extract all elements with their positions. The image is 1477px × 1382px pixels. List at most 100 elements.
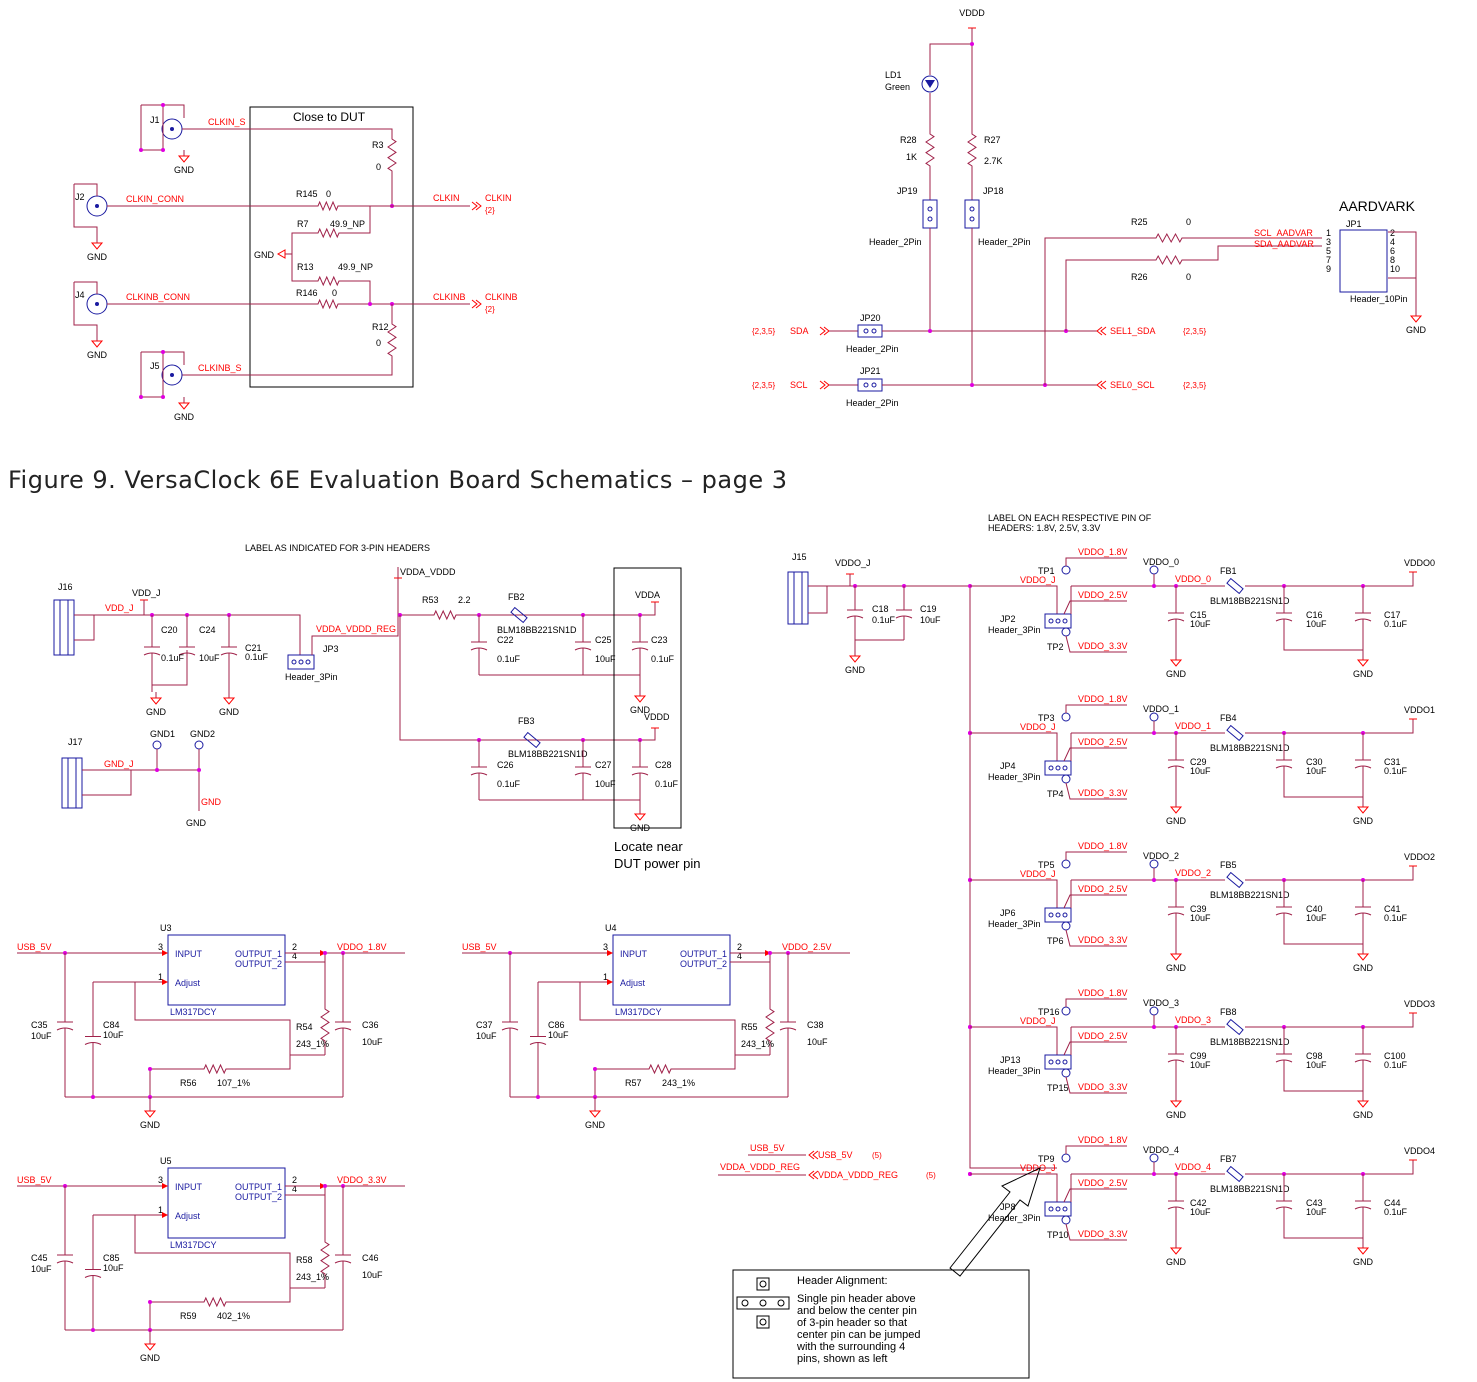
part-ref: FB2 <box>508 592 525 602</box>
wire <box>1245 866 1414 881</box>
test-point-ref: GND1 <box>150 729 175 739</box>
wire <box>141 351 164 398</box>
wire <box>74 614 301 655</box>
pin-number: 1 <box>603 972 608 982</box>
power-net-label: VDDO_0 <box>1143 557 1179 567</box>
junction-dot <box>91 1095 95 1099</box>
net-label: GND_J <box>104 759 134 769</box>
locate-note: Locate near <box>614 839 683 854</box>
test-point <box>1061 1006 1071 1016</box>
part-ref: C44 <box>1384 1198 1401 1208</box>
net-label: SCL <box>790 380 808 390</box>
sma-connector <box>170 373 174 377</box>
header-3pin <box>1044 907 1072 923</box>
pin-number: 3 <box>1326 237 1331 247</box>
capacitor-plate <box>1167 1059 1185 1063</box>
header-pin <box>1062 912 1068 918</box>
wire <box>1283 793 1363 798</box>
wire <box>182 128 393 135</box>
part-ref: C22 <box>497 635 514 645</box>
wire <box>1065 782 1127 800</box>
net-label: CLKIN_S <box>208 117 246 127</box>
junction-dot <box>197 768 201 772</box>
pin-number: 3 <box>158 1175 163 1185</box>
net-label: USB_5V <box>462 942 497 952</box>
wire <box>1065 704 1127 713</box>
part-ref: C41 <box>1384 904 1401 914</box>
test-point <box>1061 712 1071 722</box>
capacitor-plate <box>1354 1206 1372 1210</box>
part-value: Header_2Pin <box>846 344 899 354</box>
capacitor-plate <box>574 772 592 776</box>
led-ld1 <box>925 80 935 88</box>
wire <box>291 232 314 282</box>
part-value: 0.1uF <box>651 654 675 664</box>
header-2pin <box>964 199 980 229</box>
part-value: Header_3Pin <box>988 625 1041 635</box>
part-ref: C23 <box>651 635 668 645</box>
wire <box>970 1173 1058 1202</box>
part-ref: C45 <box>31 1253 48 1263</box>
gnd-label: GND <box>1353 816 1374 826</box>
part-value: 10uF <box>1190 1060 1211 1070</box>
gnd-label: GND <box>254 250 275 260</box>
header-3pin <box>287 654 315 670</box>
gnd-label: GND <box>1166 816 1187 826</box>
sma-connector <box>161 364 183 386</box>
gnd-symbol <box>143 1110 157 1118</box>
resistor <box>765 1005 775 1045</box>
junction-dot <box>593 1067 597 1071</box>
pin-number: 1 <box>158 1205 163 1215</box>
header-pin <box>1062 1059 1068 1065</box>
part-value: 0 <box>1186 272 1191 282</box>
net-label: VDDO_3.3V <box>337 1175 387 1185</box>
part-value: 0 <box>326 189 331 199</box>
pin-number: 2 <box>737 942 742 952</box>
net-label: VDDO_J <box>1020 1016 1056 1026</box>
test-point-ref: TP1 <box>1038 566 1055 576</box>
connector-j17 <box>67 757 83 809</box>
net-label: CLKINB <box>485 292 518 302</box>
wire <box>1065 851 1127 860</box>
wire <box>675 1055 736 1070</box>
gnd-label: GND <box>1166 669 1187 679</box>
part-ref: C84 <box>103 1020 120 1030</box>
wire <box>1065 929 1127 947</box>
header-2pin <box>857 378 883 392</box>
pin-name: OUTPUT_2 <box>680 959 727 969</box>
header-pin <box>298 659 304 665</box>
test-point <box>1061 1153 1071 1163</box>
power-net-label: VDD_J <box>132 588 161 598</box>
header-pin <box>871 382 877 388</box>
wire <box>74 183 98 196</box>
part-ref: JP13 <box>1000 1055 1021 1065</box>
part-value: LM317DCY <box>615 1007 662 1017</box>
capacitor-plate <box>1167 1206 1185 1210</box>
gnd-label: GND <box>1353 1257 1374 1267</box>
header-pin <box>927 206 933 212</box>
part-ref: C24 <box>199 625 216 635</box>
net-arrow <box>1096 326 1103 336</box>
wire <box>1065 557 1127 566</box>
wire <box>285 953 326 963</box>
part-ref: C39 <box>1190 904 1207 914</box>
part-ref: JP21 <box>860 366 881 376</box>
net-label: CLKINB_S <box>198 363 242 373</box>
gnd-symbol <box>177 402 191 410</box>
wire <box>970 732 1058 761</box>
wire <box>929 43 972 75</box>
part-ref: R27 <box>984 135 1001 145</box>
pin-number: 3 <box>603 942 608 952</box>
pin-arrow <box>162 979 168 985</box>
pin-name: INPUT <box>175 1182 203 1192</box>
part-ref: FB4 <box>1220 713 1237 723</box>
ferrite-bead <box>1226 724 1244 742</box>
ferrite-bead <box>1226 577 1244 595</box>
junction-dot <box>368 302 372 306</box>
part-ref: R28 <box>900 135 917 145</box>
part-value: BLM18BB221SN1D <box>1210 1037 1290 1047</box>
part-ref: R146 <box>296 288 318 298</box>
capacitor-plate <box>1354 1059 1372 1063</box>
capacitor-plate <box>1167 912 1185 916</box>
capacitor-plate <box>1354 912 1372 916</box>
